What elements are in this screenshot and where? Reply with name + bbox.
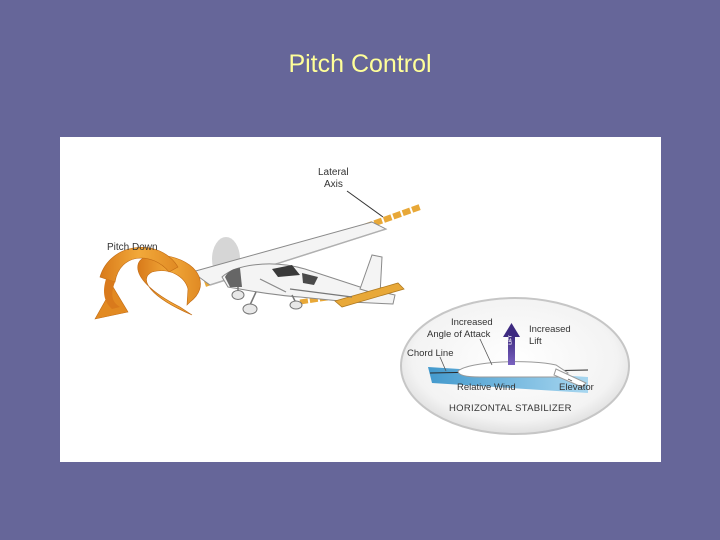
diagram-canvas: Lateral Axis Pitch Down LIFT — [60, 137, 661, 462]
stabilizer-inset: LIFT Increased Angle of Attack Increased… — [401, 298, 629, 434]
slide-title: Pitch Control — [0, 50, 720, 79]
increased-aoa-label-line1: Increased — [451, 317, 493, 328]
relative-wind-label: Relative Wind — [457, 382, 516, 393]
pitch-down-label: Pitch Down — [107, 242, 158, 253]
lateral-axis-callout: Lateral Axis — [318, 167, 383, 217]
increased-aoa-label-line2: Angle of Attack — [427, 329, 491, 340]
increased-lift-label-line1: Increased — [529, 324, 571, 335]
increased-lift-label-line2: Lift — [529, 336, 542, 347]
aircraft-illustration — [192, 222, 404, 314]
pitch-control-diagram: Lateral Axis Pitch Down LIFT — [60, 137, 661, 462]
chord-line-label: Chord Line — [407, 348, 453, 359]
lateral-axis-label-line1: Lateral — [318, 167, 349, 178]
horizontal-stabilizer-label: HORIZONTAL STABILIZER — [449, 403, 572, 414]
lift-arrow-label: LIFT — [508, 335, 513, 345]
lateral-axis-label-line2: Axis — [324, 179, 343, 190]
pitch-down-arrow — [95, 247, 200, 319]
elevator-label: Elevator — [559, 382, 594, 393]
